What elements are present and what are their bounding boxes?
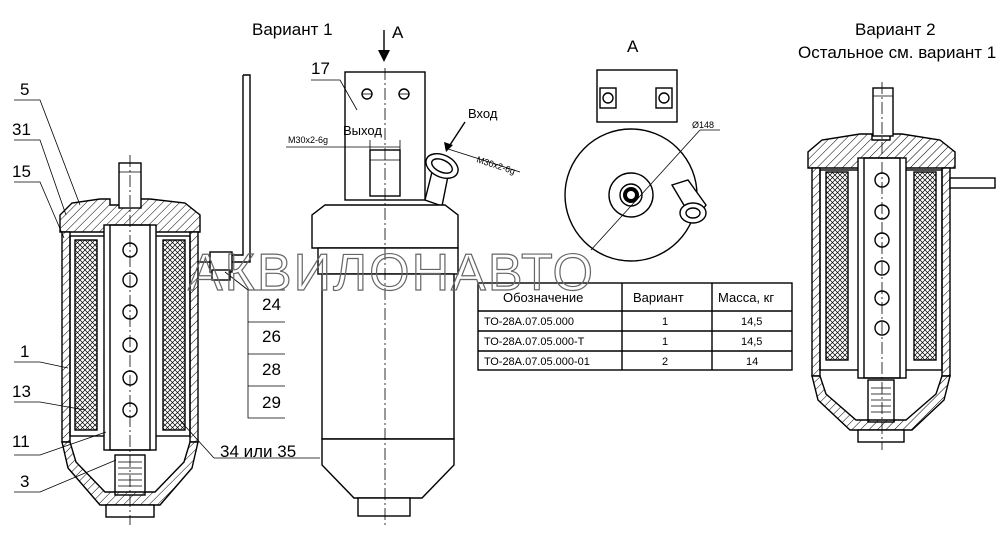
variant2-title: Вариант 2 [855, 20, 936, 39]
diameter-label: Ø148 [692, 120, 714, 130]
callout-17: 17 [311, 59, 330, 78]
section-view-left [59, 74, 251, 525]
watermark: АКВИЛОНАВТО [188, 244, 595, 302]
thread-inlet-label: М30х2-6g [475, 154, 516, 176]
outlet-label: Выход [343, 123, 382, 138]
table-cell: ТО-28А.07.05.000-Т [484, 336, 585, 348]
table-cell: 1 [662, 336, 668, 348]
callout-leaders-left [14, 99, 320, 493]
table-cell: ТО-28А.07.05.000 [484, 316, 574, 328]
table-cell: ТО-28А.07.05.000-01 [484, 356, 590, 368]
variant2-note: Остальное см. вариант 1 [798, 43, 996, 62]
callout-1: 1 [20, 342, 29, 361]
table-header-variant: Вариант [633, 290, 684, 305]
callout-26: 26 [262, 327, 281, 346]
table-cell: 2 [662, 356, 668, 368]
table-cell: 14,5 [741, 316, 762, 328]
callout-28: 28 [262, 360, 281, 379]
callout-3: 3 [20, 472, 29, 491]
variant1-title: Вариант 1 [252, 20, 333, 39]
table-header-designation: Обозначение [503, 290, 583, 305]
view-arrow-label: А [392, 23, 404, 42]
callout-15: 15 [12, 162, 31, 181]
callout-34-or-35: 34 или 35 [220, 442, 296, 461]
view-a [564, 69, 720, 262]
callout-11: 11 [12, 432, 30, 451]
callout-13: 13 [12, 382, 31, 401]
view-a-title: А [627, 37, 639, 56]
inlet-label: Вход [468, 106, 498, 121]
thread-outlet-label: М30х2-6g [288, 135, 328, 145]
section-view-variant2 [807, 82, 996, 450]
table-cell: 1 [662, 316, 668, 328]
callout-29: 29 [262, 393, 281, 412]
specification-table [477, 282, 793, 371]
table-cell: 14 [746, 356, 758, 368]
table-header-mass: Масса, кг [718, 290, 774, 305]
callout-5: 5 [20, 80, 29, 99]
callout-24: 24 [262, 295, 281, 314]
table-cell: 14,5 [741, 336, 762, 348]
callout-31: 31 [12, 120, 31, 139]
front-view-variant1 [286, 30, 521, 526]
